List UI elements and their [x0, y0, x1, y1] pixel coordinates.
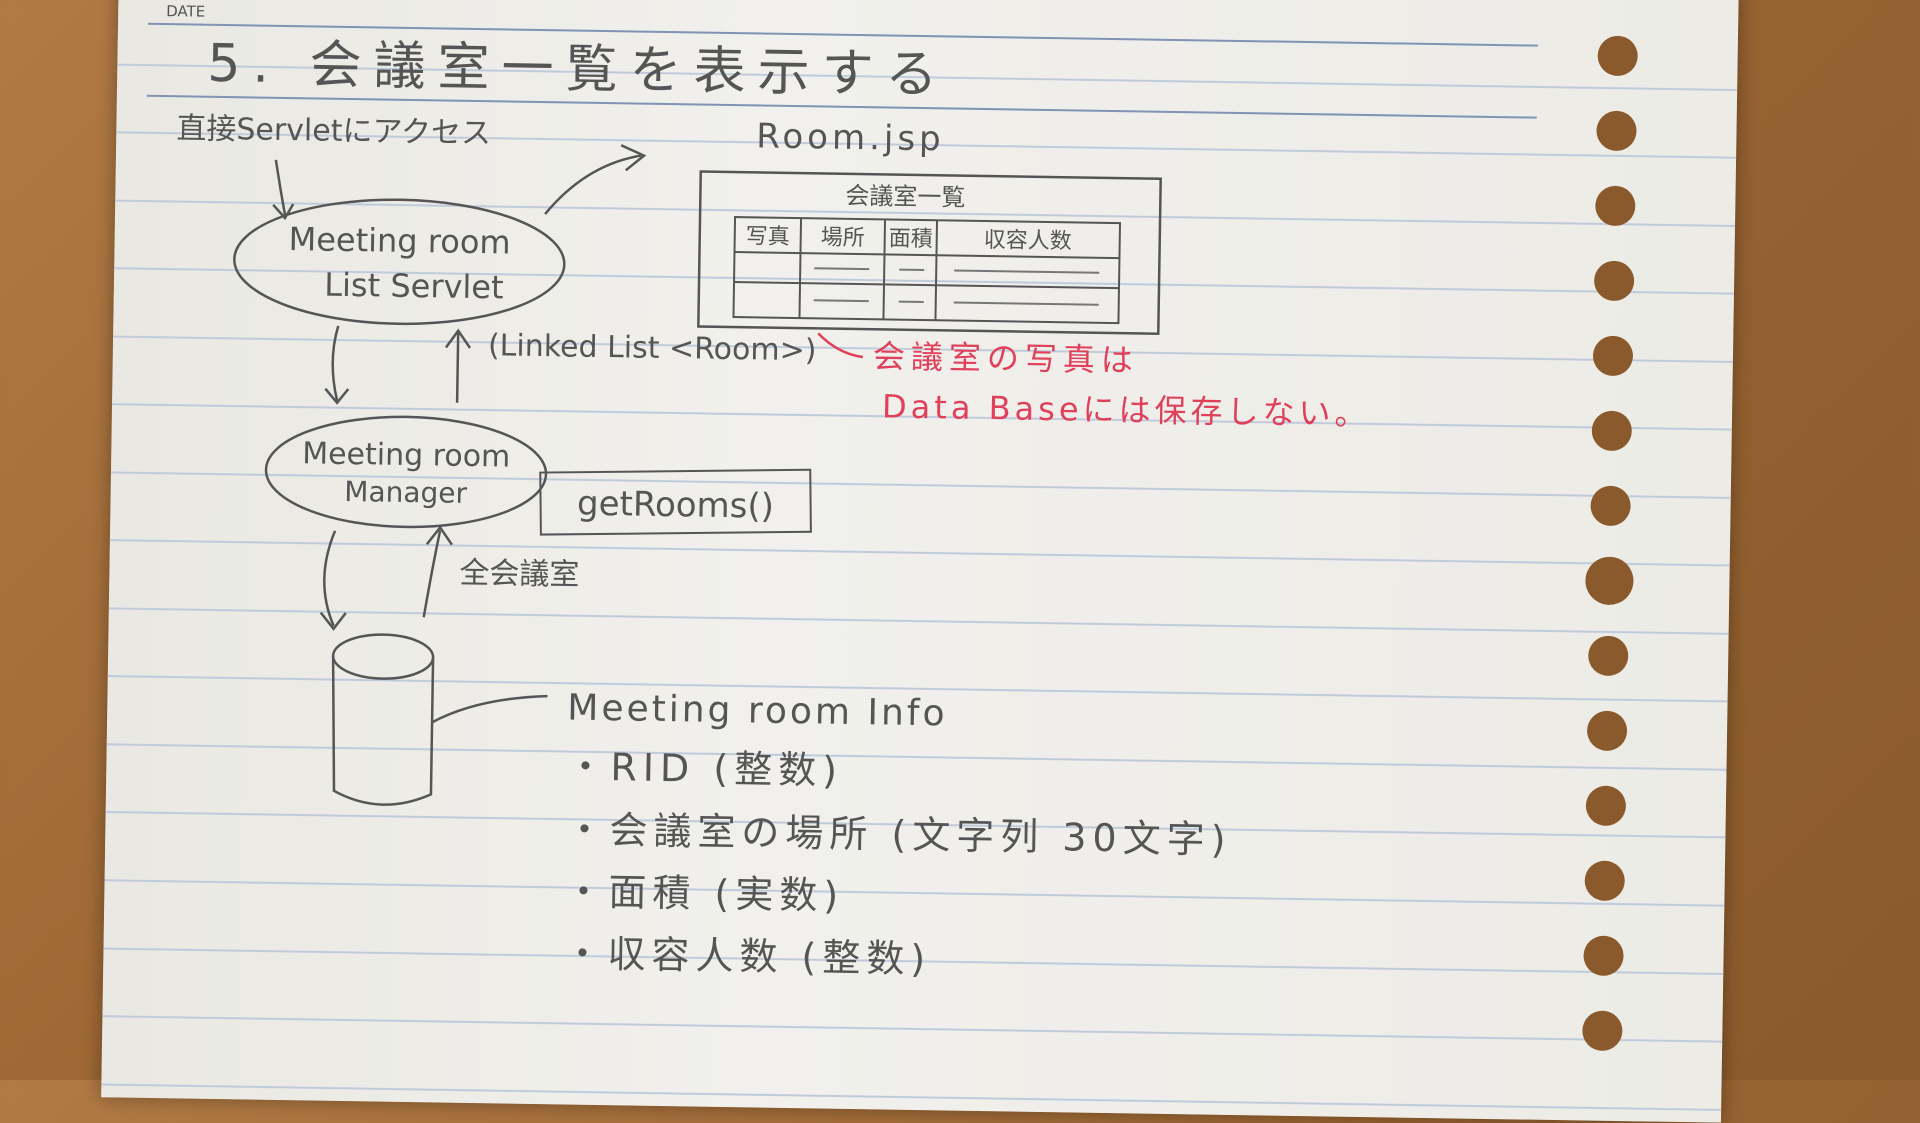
info-field: ・収容人数 (整数)	[563, 931, 931, 981]
info-field: ・面積 (実数)	[564, 869, 844, 917]
db-body	[331, 655, 435, 806]
jsp-col-divider	[882, 219, 887, 320]
date-label: DATE	[166, 2, 205, 21]
jsp-table: 写真 場所 面積 収容人数	[732, 216, 1122, 325]
jsp-row-rule	[734, 281, 1119, 290]
punch-hole	[1582, 1010, 1623, 1051]
notebook-page: DATE 5. 会議室一覧を表示する 直接Servletにアクセス Meetin…	[101, 0, 1739, 1123]
title-rule	[146, 94, 1537, 119]
punch-hole	[1596, 110, 1637, 151]
return-type-label: (Linked List <Room>)	[488, 328, 817, 368]
access-arrowhead	[272, 203, 295, 221]
access-note: 直接Servletにアクセス	[176, 111, 491, 151]
jsp-col-divider	[798, 218, 803, 319]
flow-diagram: DATE 5. 会議室一覧を表示する 直接Servletにアクセス Meetin…	[146, 2, 1638, 1051]
request-arrow	[331, 325, 340, 402]
jsp-header-rule	[734, 251, 1120, 260]
punch-hole	[1587, 710, 1628, 751]
info-title: Meeting room Info	[567, 687, 948, 734]
db-return-arrow	[422, 530, 442, 618]
punch-hole	[1592, 335, 1633, 376]
jsp-column-header: 場所	[821, 225, 865, 251]
request-arrowhead	[324, 387, 350, 405]
jsp-frame	[697, 170, 1162, 335]
method-box	[539, 468, 812, 536]
punch-hole	[1591, 410, 1632, 451]
forward-arrowhead	[620, 144, 647, 172]
db-top	[331, 633, 435, 680]
jsp-column-header: 写真	[746, 224, 790, 250]
return-arrow	[455, 332, 460, 403]
jsp-column-header: 面積	[889, 226, 933, 252]
jsp-table-title: 会議室一覧	[845, 182, 965, 212]
jsp-filename: Room.jsp	[756, 116, 945, 159]
method-label: getRooms()	[577, 484, 775, 527]
punch-hole	[1597, 35, 1638, 76]
access-arrow	[274, 159, 287, 216]
jsp-row-placeholder	[813, 267, 1100, 306]
red-note-line2: Data Baseには保存しない。	[882, 387, 1371, 433]
db-info-connector	[431, 694, 548, 724]
query-arrowhead	[319, 611, 347, 631]
manager-label-line2: Manager	[344, 475, 468, 510]
forward-arrow	[544, 154, 642, 215]
database-icon	[331, 633, 435, 806]
info-field: ・RID (整数)	[566, 744, 843, 792]
manager-node	[264, 415, 548, 529]
punch-hole	[1583, 935, 1624, 976]
db-return-label: 全会議室	[459, 556, 580, 593]
servlet-label-line1: Meeting room	[288, 220, 511, 261]
punch-hole	[1588, 635, 1629, 676]
manager-label-line1: Meeting room	[302, 436, 511, 474]
punch-hole	[1584, 860, 1625, 901]
jsp-table-border	[732, 216, 1122, 325]
red-note-pointer	[817, 332, 864, 359]
punch-hole	[1590, 485, 1631, 526]
punch-hole	[1585, 785, 1626, 826]
header-rule	[147, 22, 1538, 47]
query-arrow	[323, 530, 337, 627]
servlet-label-line2: List Servlet	[324, 266, 504, 307]
punch-hole	[1595, 185, 1636, 226]
servlet-node	[233, 198, 566, 326]
jsp-col-divider	[934, 220, 939, 321]
red-note-line1: 会議室の写真は	[873, 337, 1140, 379]
page-title: 5. 会議室一覧を表示する	[207, 34, 950, 106]
punch-hole	[1585, 556, 1634, 605]
db-return-arrowhead	[425, 525, 453, 546]
return-arrowhead	[444, 328, 471, 349]
jsp-column-header: 収容人数	[984, 228, 1072, 254]
info-field: ・会議室の場所 (文字列 30文字)	[565, 807, 1232, 861]
punch-hole	[1594, 260, 1635, 301]
punch-holes	[1582, 35, 1638, 1051]
